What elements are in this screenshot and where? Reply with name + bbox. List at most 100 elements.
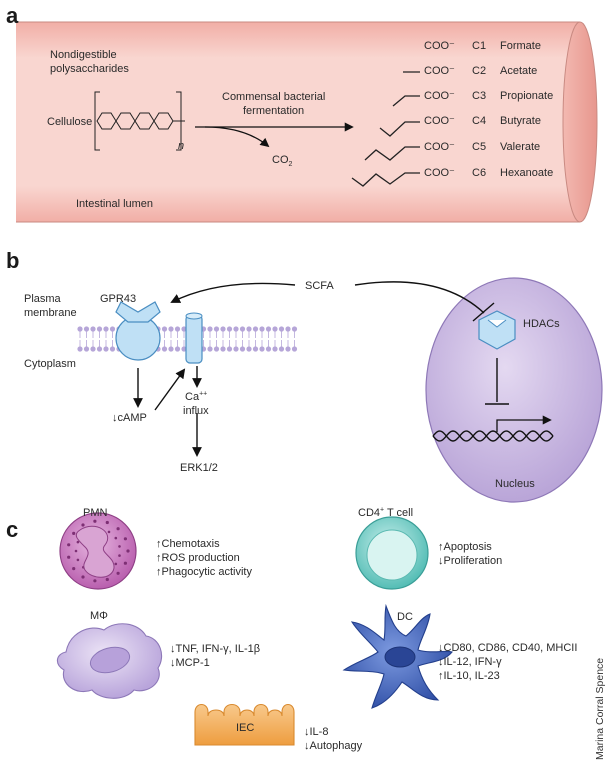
intestinal-lumen-label: Intestinal lumen <box>76 198 154 210</box>
acid-c4-name: Butyrate <box>500 115 541 127</box>
pmn-cell <box>59 512 137 590</box>
lipid-head <box>83 346 90 352</box>
lipid-head <box>252 326 259 332</box>
iec-effect-1: ↓IL-8 <box>304 726 329 738</box>
calcium-channel <box>185 312 203 364</box>
lipid-head <box>207 326 213 332</box>
pmn-granule <box>74 549 78 553</box>
pmn-granule <box>114 536 118 540</box>
acid-c2-group: COO⁻ <box>424 65 455 77</box>
pmn-granule <box>105 520 109 525</box>
lipid-head <box>246 346 252 352</box>
lipid-head <box>174 326 181 332</box>
lipid-head <box>272 346 278 352</box>
lipid-head <box>291 346 298 352</box>
pmn-granule <box>123 561 127 565</box>
acid-c2-name: Acetate <box>500 65 538 77</box>
lipid-head <box>220 326 226 332</box>
t-cell-effect-1: ↑Apoptosis <box>438 541 492 553</box>
lipid-head <box>265 346 272 352</box>
nucleus <box>425 277 603 503</box>
macrophage-label: MΦ <box>90 610 108 622</box>
fermentation-label-2: fermentation <box>243 105 305 117</box>
nucleus-label: Nucleus <box>495 478 535 490</box>
acid-c6-code: C6 <box>472 167 487 179</box>
acid-c6-name: Hexanoate <box>500 167 554 179</box>
lipid-head <box>259 326 265 332</box>
t-cell-label: CD4+ T cell <box>358 506 414 520</box>
polysaccharides-label: polysaccharides <box>50 63 129 75</box>
pmn-granule <box>126 549 130 553</box>
camp-label: ↓cAMP <box>112 412 147 424</box>
cellulose-structure <box>94 91 185 151</box>
lipid-head <box>96 346 103 352</box>
calcium-charge: ++ <box>199 390 208 398</box>
lipid-head <box>83 326 90 332</box>
pmn-granule <box>72 531 76 536</box>
acid-c4-code: C4 <box>472 115 487 127</box>
dc-label: DC <box>397 611 413 623</box>
lipid-head <box>285 346 291 352</box>
acid-c3-name: Propionate <box>500 90 554 102</box>
lipid-head <box>265 326 272 332</box>
lipid-head <box>77 346 83 352</box>
hdacs-label: HDACs <box>523 318 560 330</box>
lipid-head <box>291 326 298 332</box>
lipid-head <box>239 326 246 332</box>
lipid-head <box>226 346 233 352</box>
lipid-head <box>168 346 174 352</box>
lipid-head <box>96 326 103 332</box>
co2-subscript: 2 <box>288 161 293 169</box>
acid-c5-name: Valerate <box>500 141 541 153</box>
iec-effect-2: ↓Autophagy <box>304 740 363 752</box>
gpr43-receptor <box>115 301 161 361</box>
t-cell-rest: T cell <box>384 507 414 519</box>
lipid-head <box>161 346 168 352</box>
t-cell <box>355 516 429 590</box>
pmn-granule <box>81 523 85 527</box>
lipid-head <box>213 326 220 332</box>
pmn-granule <box>114 562 118 566</box>
intestine-tube <box>16 21 598 223</box>
lipid-head <box>181 326 187 332</box>
dendritic-cell <box>342 603 453 709</box>
lipid-head <box>278 326 285 332</box>
acid-c1-group: COO⁻ <box>424 40 455 52</box>
macrophage-effect-1: ↓TNF, IFN-γ, IL-1β <box>170 643 261 655</box>
dc-effect-1: ↓CD80, CD86, CD40, MHCII <box>438 642 578 654</box>
acid-c3-code: C3 <box>472 90 487 102</box>
cytoplasm-label: Cytoplasm <box>24 358 76 370</box>
t-cell-effect-2: ↓Proliferation <box>438 555 503 567</box>
lipid-head <box>109 346 116 352</box>
iec-cell <box>194 703 295 746</box>
iec-label: IEC <box>236 722 255 734</box>
calcium-label: Ca++ <box>185 390 208 404</box>
pmn-granule <box>76 558 80 562</box>
influx-label: influx <box>183 405 209 417</box>
lipid-head <box>259 346 265 352</box>
pmn-granule <box>123 537 127 541</box>
acid-c4-group: COO⁻ <box>424 115 455 127</box>
scfa-label: SCFA <box>305 280 334 292</box>
macrophage-cell <box>56 623 163 699</box>
lipid-head <box>233 346 239 352</box>
lipid-head <box>161 326 168 332</box>
gpr43-label: GPR43 <box>100 293 137 305</box>
t-cell-cd4: CD4 <box>358 507 381 519</box>
lipid-head <box>246 326 252 332</box>
fermentation-label-1: Commensal bacterial <box>222 91 326 103</box>
lipid-head <box>168 326 174 332</box>
pmn-granule <box>81 575 85 579</box>
pmn-granule <box>93 519 97 523</box>
acid-c1-code: C1 <box>472 40 487 52</box>
pmn-granule <box>93 579 97 583</box>
lipid-head <box>90 326 96 332</box>
pmn-granule <box>107 530 111 534</box>
lipid-head <box>252 346 259 352</box>
pmn-granule <box>116 571 120 575</box>
acid-c3-group: COO⁻ <box>424 90 455 102</box>
lipid-head <box>239 346 246 352</box>
pmn-effect-2: ↑ROS production <box>156 552 240 564</box>
lipid-head <box>174 346 181 352</box>
